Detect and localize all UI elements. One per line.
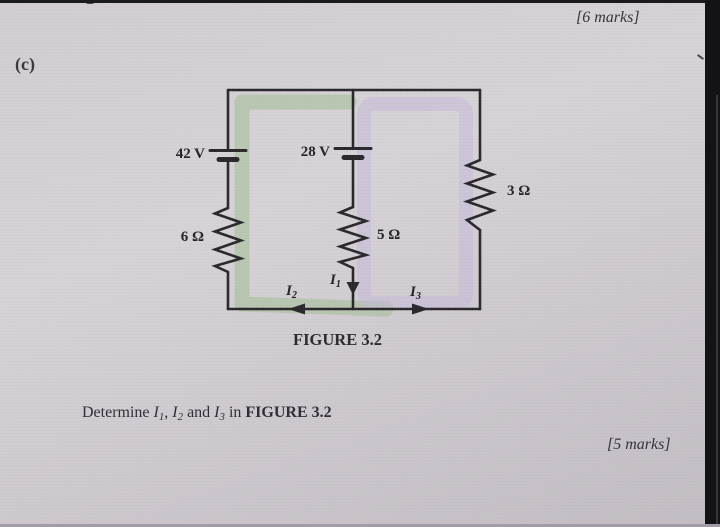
question-i1-subscript: 1 <box>158 411 165 424</box>
question-i1-symbol: I <box>153 404 159 421</box>
resistor-6ohm <box>211 206 246 274</box>
current-label-i1: I1 <box>330 272 341 290</box>
marks-top: [6 marks] <box>576 9 640 26</box>
question-comma: , <box>164 404 173 421</box>
current-arrow-i1-down <box>346 282 360 295</box>
current-arrow-i3-right <box>412 303 429 315</box>
screen-bezel-edge-highlight <box>716 95 718 527</box>
current-i2-symbol: I <box>286 283 292 299</box>
highlight-right-loop <box>357 97 473 310</box>
question-i3-symbol: I <box>214 404 220 421</box>
question-i3-subscript: 3 <box>219 411 225 424</box>
question-in: in <box>224 404 246 421</box>
current-i3-subscript: 3 <box>415 290 421 302</box>
question-i2-subscript: 2 <box>177 411 184 424</box>
section-label: (c) <box>15 54 35 74</box>
resistor-3ohm <box>463 158 497 232</box>
current-label-i3: I3 <box>410 284 421 302</box>
dust-speck <box>697 54 704 60</box>
current-i1-subscript: 1 <box>335 278 341 290</box>
marks-bottom: [5 marks] <box>607 436 671 453</box>
question-text: Determine I1, I2 and I3 in FIGURE 3.2 <box>82 404 332 424</box>
label-source-42v: 42 V <box>175 146 205 162</box>
question-and: and <box>183 404 215 421</box>
question-figure-ref: FIGURE 3.2 <box>245 404 332 421</box>
highlight-left-loop <box>234 94 394 317</box>
current-label-i2: I2 <box>286 283 297 301</box>
current-i3-symbol: I <box>410 284 416 300</box>
resistor-5ohm <box>335 205 371 270</box>
label-resistor-5ohm: 5 Ω <box>377 227 401 243</box>
current-i2-subscript: 2 <box>291 289 297 301</box>
question-prefix: Determine <box>82 404 154 421</box>
current-arrow-i2-left <box>288 303 305 315</box>
question-i2-symbol: I <box>172 404 178 421</box>
screen-bezel-bottom <box>0 524 720 527</box>
label-resistor-6ohm: 6 Ω <box>180 229 204 245</box>
figure-caption: FIGURE 3.2 <box>293 330 382 349</box>
screen-bezel-top <box>0 0 720 3</box>
current-i1-symbol: I <box>330 272 336 288</box>
label-resistor-3ohm: 3 Ω <box>507 183 531 199</box>
label-source-28v: 28 V <box>300 144 330 160</box>
